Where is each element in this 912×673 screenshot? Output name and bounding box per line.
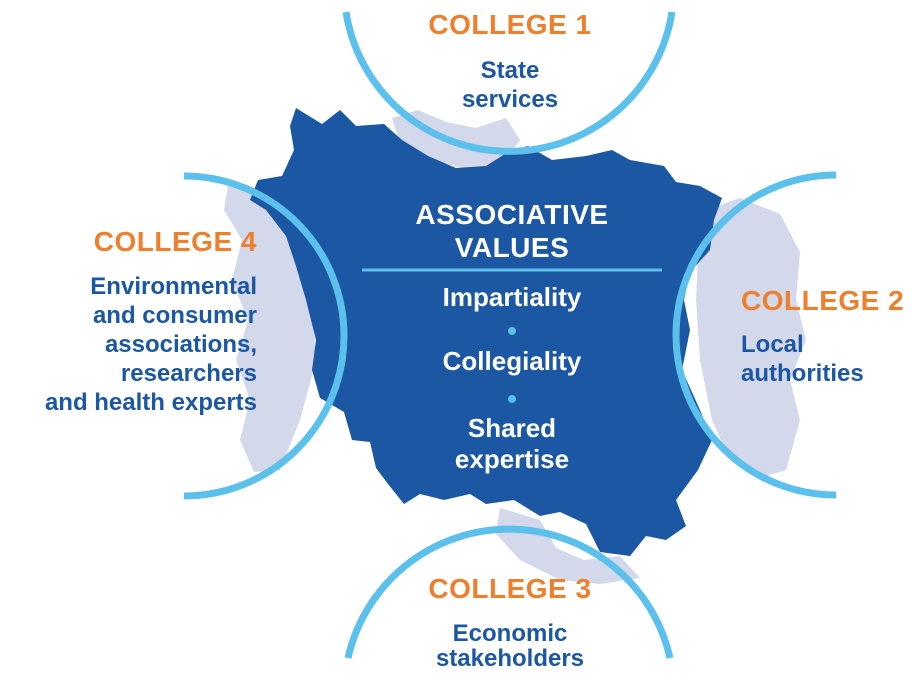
value-separator-dot-2 xyxy=(508,395,516,403)
value-collegiality: Collegiality xyxy=(442,346,582,376)
college-3-desc-line1: Economic xyxy=(452,620,568,647)
college-4-desc-line4: researchers xyxy=(120,360,257,387)
map-light-region-bottom xyxy=(496,508,640,584)
college-1-title: COLLEGE 1 xyxy=(428,9,592,40)
college-1-desc-line1: State xyxy=(480,57,540,84)
map-light-region-left xyxy=(224,186,316,472)
college-4-desc-line3: associations, xyxy=(104,331,257,358)
map-light-region-right xyxy=(696,198,806,478)
value-shared-expertise-line2: expertise xyxy=(454,444,570,474)
center-title-line2: VALUES xyxy=(454,232,570,263)
value-impartiality: Impartiality xyxy=(442,282,582,312)
college-4-desc-line5: and health experts xyxy=(44,389,257,416)
college-1-ring xyxy=(342,11,676,155)
college-2-title: COLLEGE 2 xyxy=(741,285,905,316)
college-4-title: COLLEGE 4 xyxy=(93,226,257,257)
college-2-desc-line1: Local xyxy=(741,331,804,358)
college-3-desc-line2: stakeholders xyxy=(435,645,585,672)
college-3-title: COLLEGE 3 xyxy=(428,573,592,604)
value-separator-dot-1 xyxy=(508,327,516,335)
college-2-desc-line2: authorities xyxy=(741,360,864,387)
college-4-desc-line2: and consumer xyxy=(92,302,257,329)
college-3-ring xyxy=(344,525,674,659)
college-1-desc-line2: services xyxy=(461,86,559,113)
college-2-ring xyxy=(672,171,837,499)
value-shared-expertise-line1: Shared xyxy=(467,413,557,443)
college-4-desc-line1: Environmental xyxy=(90,273,257,300)
region-map xyxy=(250,108,722,556)
center-title-line1: ASSOCIATIVE xyxy=(415,199,609,230)
college-4-ring xyxy=(183,172,348,500)
